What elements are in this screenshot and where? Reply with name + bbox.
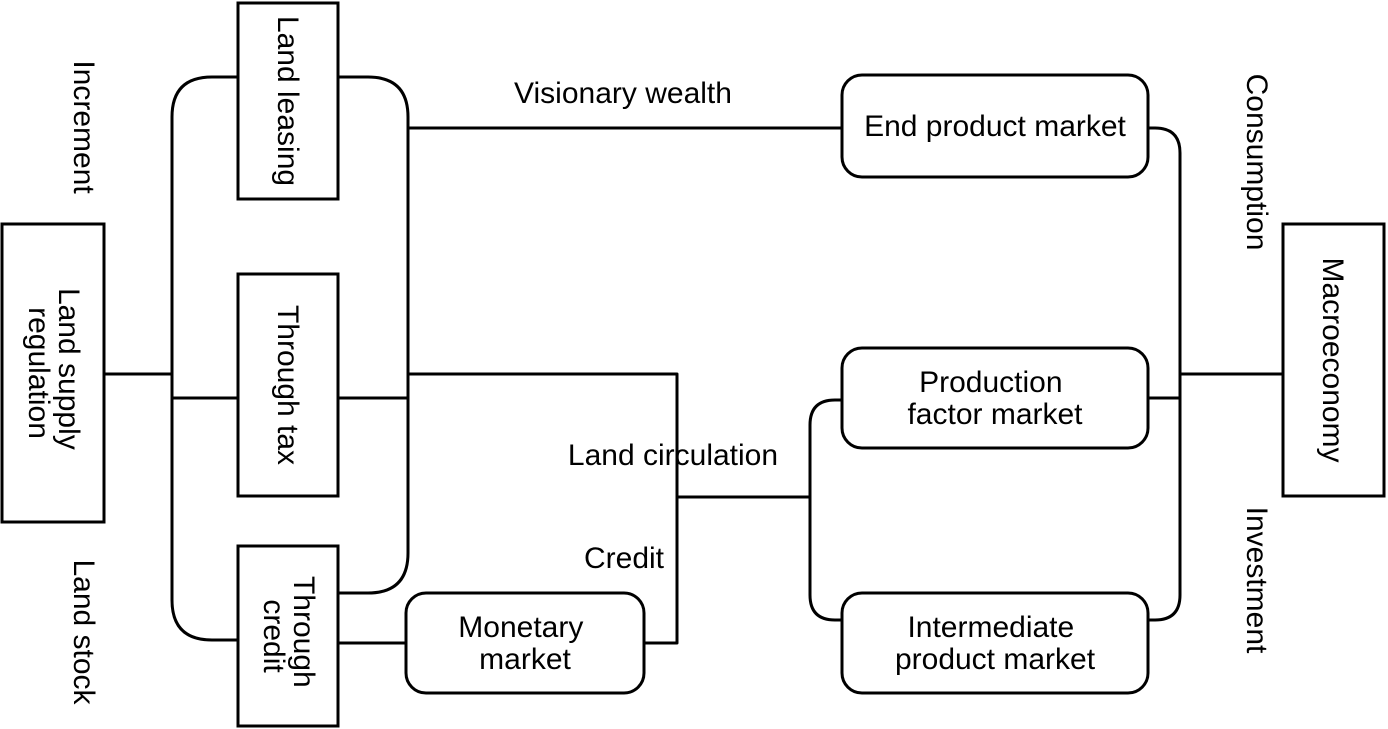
box-land-supply-regulation: Land supply regulation bbox=[0, 222, 106, 524]
left-bracket bbox=[170, 75, 238, 642]
svg-text:Monetary market: Monetary market bbox=[458, 611, 591, 676]
land-supply-regulation-line1: Land supply bbox=[52, 288, 85, 450]
svg-text:Land supply regulation: Land supply regulation bbox=[22, 288, 85, 458]
monetary-market-line1: Monetary bbox=[458, 611, 583, 644]
consumption-label: Consumption bbox=[1240, 74, 1273, 251]
box-monetary-market: Monetary market bbox=[404, 591, 646, 695]
right-bracket bbox=[338, 75, 410, 595]
svg-text:Production factor market: Production factor market bbox=[907, 366, 1083, 431]
increment-label: Increment bbox=[67, 60, 100, 194]
box-production-factor-market: Production factor market bbox=[840, 346, 1150, 450]
macroeconomy-label: Macroeconomy bbox=[1316, 257, 1349, 462]
land-supply-regulation-line2: regulation bbox=[22, 307, 55, 439]
market-left-bracket bbox=[808, 398, 842, 622]
production-factor-market-line1: Production bbox=[919, 366, 1062, 399]
connectors bbox=[104, 75, 1283, 645]
connector-credit bbox=[644, 497, 679, 645]
production-factor-market-line2: factor market bbox=[907, 398, 1083, 431]
box-through-credit: Through credit bbox=[236, 544, 340, 728]
monetary-market-line2: market bbox=[479, 643, 571, 676]
investment-label: Investment bbox=[1240, 507, 1273, 654]
intermediate-product-market-line2: product market bbox=[895, 643, 1096, 676]
market-right-bracket bbox=[1148, 126, 1182, 622]
through-credit-line2: credit bbox=[257, 599, 290, 673]
box-land-leasing: Land leasing bbox=[236, 1, 340, 201]
intermediate-product-market-line1: Intermediate bbox=[907, 611, 1074, 644]
box-through-tax: Through tax bbox=[236, 272, 340, 498]
through-tax-label: Through tax bbox=[271, 305, 304, 465]
box-macroeconomy: Macroeconomy bbox=[1281, 222, 1386, 498]
land-circulation-label: Land circulation bbox=[568, 439, 778, 472]
box-intermediate-product-market: Intermediate product market bbox=[840, 591, 1150, 695]
box-end-product-market: End product market bbox=[840, 73, 1150, 179]
svg-text:Through credit: Through credit bbox=[257, 576, 320, 696]
svg-text:Intermediate product mar: Intermediate product market bbox=[895, 611, 1096, 676]
visionary-wealth-label: Visionary wealth bbox=[514, 77, 732, 110]
credit-label: Credit bbox=[584, 542, 665, 575]
connector-land-circulation bbox=[408, 372, 810, 499]
land-stock-label: Land stock bbox=[67, 559, 100, 705]
through-credit-line1: Through bbox=[287, 576, 320, 688]
end-product-market-label: End product market bbox=[864, 110, 1126, 143]
land-leasing-label: Land leasing bbox=[271, 16, 304, 186]
